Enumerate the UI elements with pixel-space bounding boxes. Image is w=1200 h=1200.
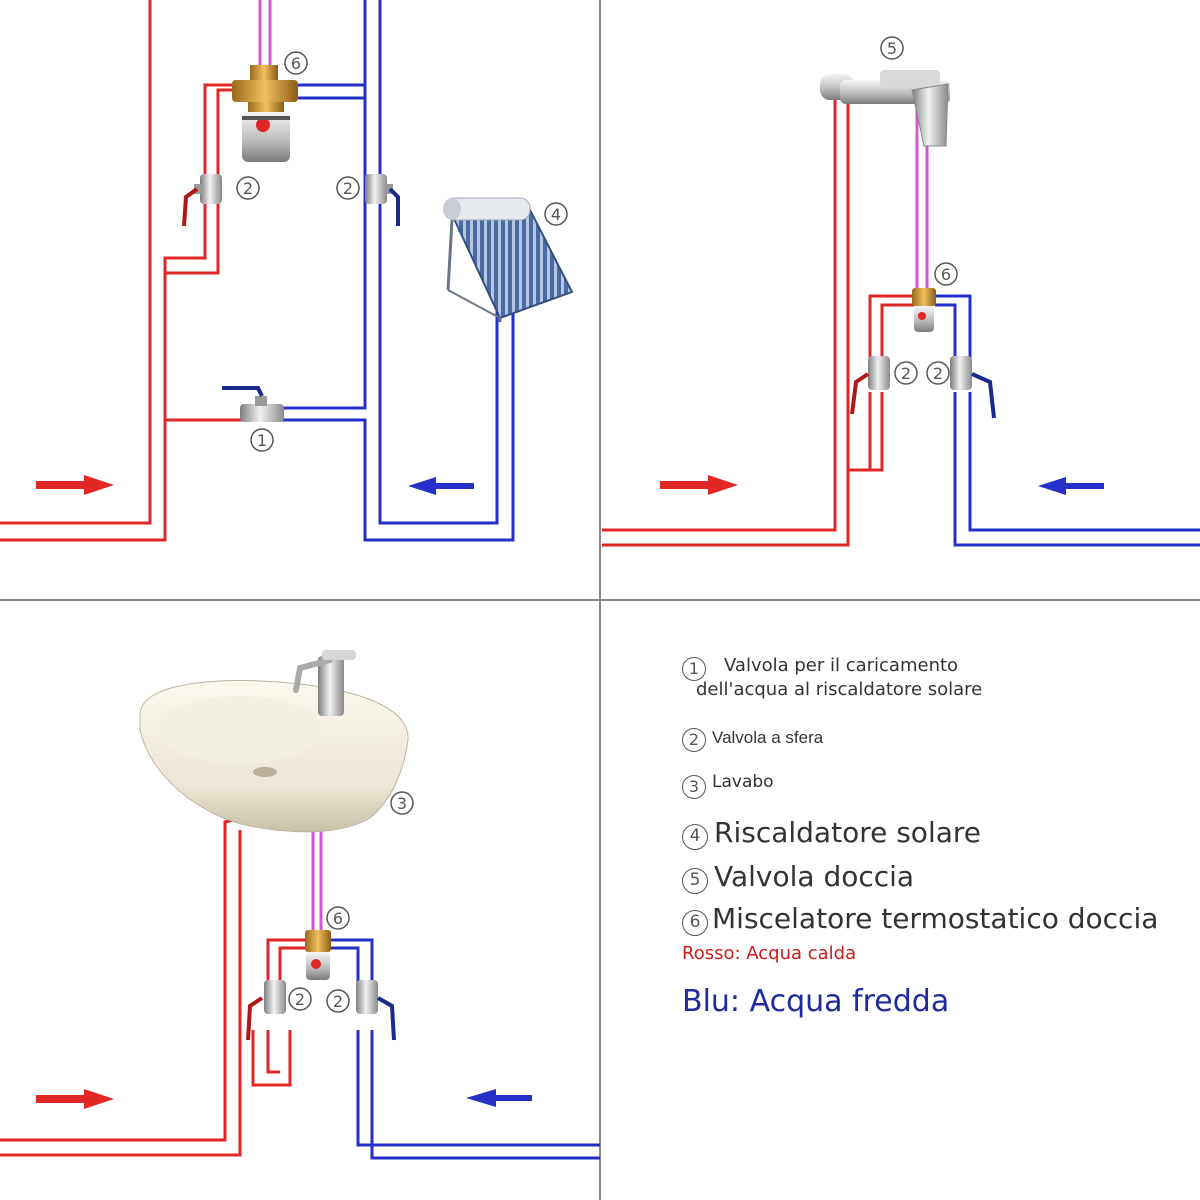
callout-6-bottom-left: 6 — [326, 906, 350, 930]
shower-valve-icon — [820, 70, 950, 147]
thermostatic-mixer-top-right — [912, 288, 936, 332]
thermostatic-mixer-bottom-left — [305, 930, 331, 980]
hot-arrow-top-left — [36, 475, 114, 495]
svg-text:1: 1 — [257, 431, 267, 450]
svg-text:6: 6 — [291, 54, 301, 73]
legend-label: Riscaldatore solare — [714, 816, 981, 849]
svg-text:3: 3 — [397, 794, 407, 813]
callout-2-top-left-a: 2 — [236, 176, 260, 200]
cold-arrow-bottom-left — [466, 1089, 532, 1107]
svg-text:6: 6 — [333, 909, 343, 928]
callout-6-top-left: 6 — [284, 51, 308, 75]
cold-water-legend: Blu: Acqua fredda — [682, 984, 950, 1019]
callout-2-top-right-a: 2 — [894, 361, 918, 385]
legend-label: Lavabo — [712, 772, 774, 792]
callout-2-top-left-b: 2 — [336, 176, 360, 200]
solar-heater-icon — [443, 197, 574, 322]
legend-number: 4 — [682, 824, 708, 850]
callout-2-bottom-left-a: 2 — [288, 987, 312, 1011]
hot-water-legend: Rosso: Acqua calda — [682, 943, 857, 964]
legend-number: 5 — [682, 868, 708, 894]
ball-valve-bottom-left-cold — [356, 980, 396, 1041]
mixed-pipe-bottom-left — [311, 820, 323, 930]
svg-text:2: 2 — [933, 364, 943, 383]
legend-label: Miscelatore termostatico doccia — [712, 902, 1159, 935]
cold-arrow-top-right — [1038, 477, 1104, 495]
legend-number: 3 — [682, 775, 706, 799]
callout-1: 1 — [250, 428, 274, 452]
ball-valve-top-right-hot — [850, 356, 890, 415]
svg-text:2: 2 — [343, 179, 353, 198]
cold-pipe-bottom-left — [330, 938, 600, 1160]
legend-item-2: 2 Valvola a sfera — [682, 728, 1197, 772]
callout-2-bottom-left-b: 2 — [326, 989, 350, 1013]
legend-item-1: 1 Valvola per il caricamento dell'acqua … — [682, 652, 1197, 706]
svg-text:2: 2 — [295, 990, 305, 1009]
svg-text:2: 2 — [901, 364, 911, 383]
loading-valve — [222, 386, 284, 422]
cold-arrow-top-left — [408, 477, 474, 495]
callout-4: 4 — [544, 202, 568, 226]
svg-text:2: 2 — [333, 992, 343, 1011]
ball-valve-bottom-left-hot — [246, 980, 286, 1041]
svg-text:4: 4 — [551, 205, 561, 224]
callout-5: 5 — [880, 36, 904, 60]
hot-pipe-top-right — [602, 100, 914, 547]
callout-2-top-right-b: 2 — [926, 361, 950, 385]
svg-text:6: 6 — [941, 265, 951, 284]
legend: 1 Valvola per il caricamento dell'acqua … — [682, 652, 1197, 946]
hot-arrow-top-right — [660, 475, 738, 495]
legend-number: 2 — [682, 728, 706, 752]
ball-valve-top-right-cold — [950, 356, 996, 419]
legend-number: 1 — [682, 657, 706, 681]
thermostatic-mixer-top-left — [232, 65, 298, 162]
mixed-pipe-top-left — [258, 0, 272, 68]
legend-label: Valvola per il caricamento dell'acqua al… — [696, 655, 983, 700]
cold-pipe-top-right — [935, 294, 1200, 547]
cold-pipe-top-left — [280, 0, 515, 542]
callout-6-top-right: 6 — [934, 262, 958, 286]
legend-label: Valvola doccia — [714, 860, 915, 893]
hot-pipe-bottom-left — [0, 816, 308, 1157]
legend-label: Valvola a sfera — [712, 728, 824, 747]
hot-pipe-top-left — [0, 0, 250, 542]
svg-text:5: 5 — [887, 39, 897, 58]
ball-valve-top-left-hot — [182, 174, 222, 227]
svg-text:2: 2 — [243, 179, 253, 198]
hot-arrow-bottom-left — [36, 1089, 114, 1109]
washbasin-icon — [139, 650, 409, 833]
legend-number: 6 — [682, 910, 708, 936]
legend-item-3: 3 Lavabo — [682, 772, 1197, 816]
callout-3: 3 — [390, 791, 414, 815]
ball-valve-top-left-cold — [365, 174, 400, 226]
